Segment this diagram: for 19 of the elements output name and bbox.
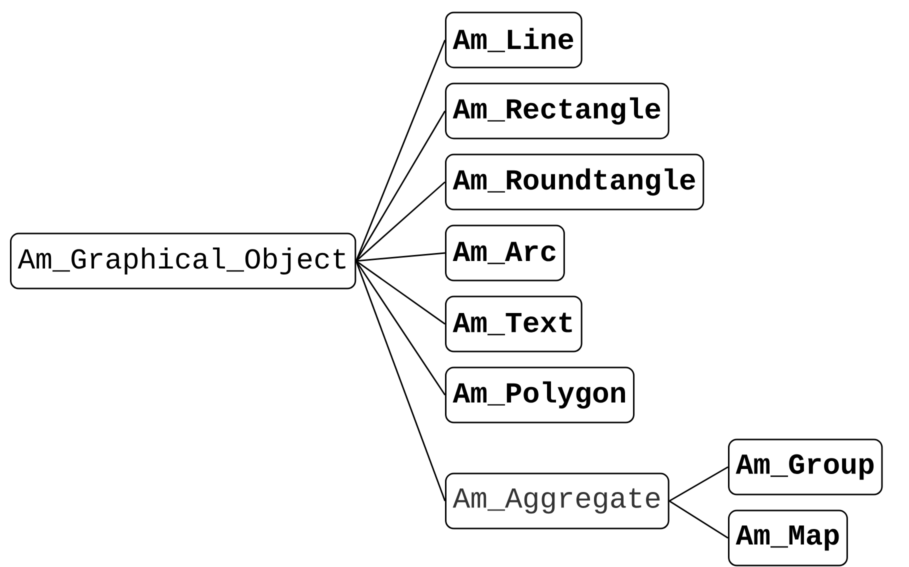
class-box: Am_Text [445,296,582,352]
class-box: Am_Roundtangle [445,154,704,210]
class-box: Am_Arc [445,224,565,282]
class-box: Am_Graphical_Object [10,232,356,290]
class-box: Am_Line [445,12,582,68]
connector-line [355,40,446,262]
connector-line [356,260,446,396]
class-box: Am_Polygon [445,366,635,424]
connector-line [668,466,728,502]
connector-line [356,181,446,262]
connector-line [668,500,728,539]
class-box: Am_Rectangle [445,82,670,140]
connector-line [356,252,446,262]
connector-line [356,260,446,325]
class-box: Am_Map [728,510,848,566]
class-box: Am_Aggregate [445,472,670,530]
class-box: Am_Group [728,438,883,496]
connector-line [355,260,446,502]
connector-line [356,110,446,262]
